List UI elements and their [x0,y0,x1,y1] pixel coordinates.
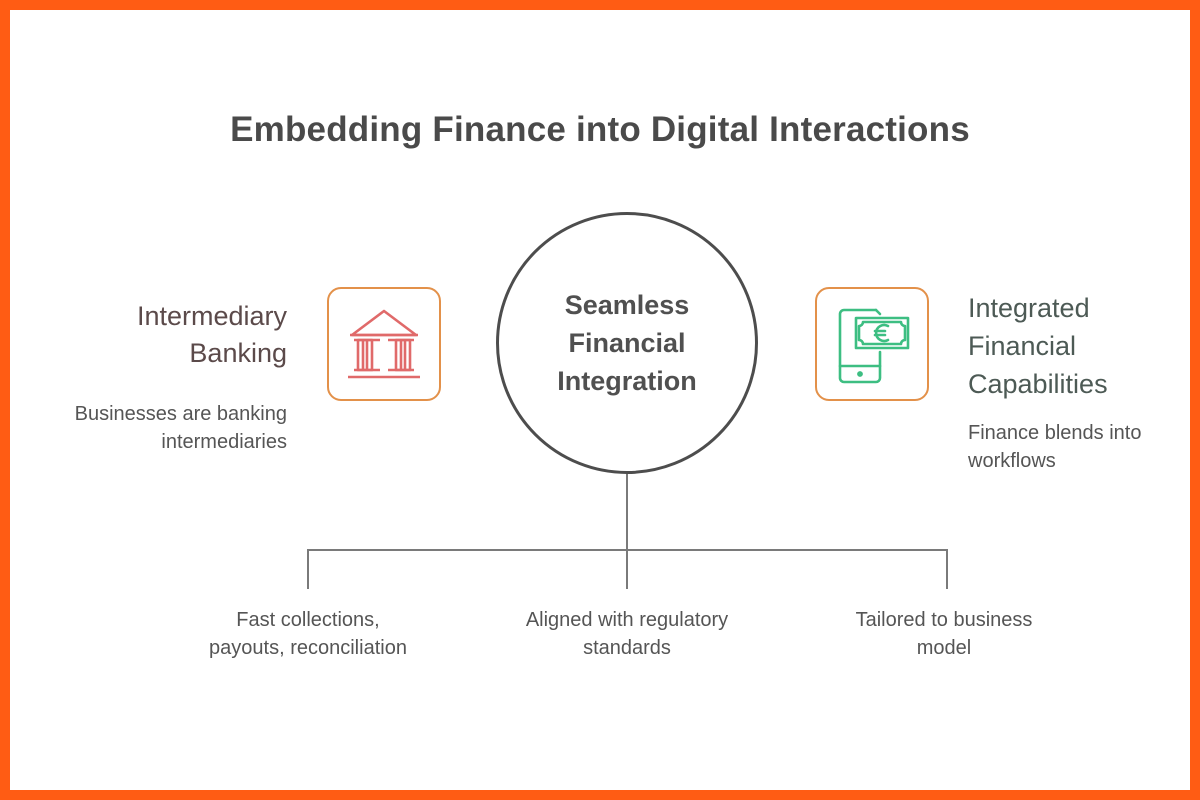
diagram-title: Embedding Finance into Digital Interacti… [230,110,970,149]
left-desc-line-2: intermediaries [161,431,287,453]
left-desc-line-1: Businesses are banking [74,403,287,425]
right-desc-line-1: Finance blends into [968,422,1142,444]
branch-label-collections: Fast collections, payouts, reconciliatio… [158,606,458,662]
center-node: Seamless Financial Integration [496,212,758,474]
branch-label-regulatory: Aligned with regulatory standards [477,606,777,662]
left-icon-box [327,287,441,401]
left-title-line-1: Intermediary [136,301,287,331]
center-node-label-line-1: Seamless [564,290,690,320]
left-node-description: Businesses are banking intermediaries [75,400,287,456]
left-node-title: Intermediary Banking [137,298,287,372]
right-icon-box [815,287,929,401]
right-node-description: Finance blends into workflows [968,419,1141,475]
branch-3-line-2: model [916,637,972,659]
connector-drop-right [946,549,948,589]
branch-label-business-model: Tailored to business model [794,606,1094,662]
right-title-line-3: Capabilities [968,369,1108,399]
mobile-euro-payment-icon [838,308,910,384]
right-desc-line-2: workflows [968,450,1056,472]
connector-drop-center [626,549,628,589]
bank-building-icon [348,309,420,379]
right-node-title: Integrated Financial Capabilities [968,289,1108,403]
branch-2-line-2: standards [583,637,671,659]
branch-3-line-1: Tailored to business [855,609,1033,631]
branch-1-line-2: payouts, reconciliation [209,637,407,659]
connector-drop-left [307,549,309,589]
right-title-line-1: Integrated [968,293,1090,323]
center-node-label-line-3: Integration [557,366,697,396]
center-node-label-line-2: Financial [568,328,686,358]
branch-2-line-1: Aligned with regulatory [525,609,729,631]
left-title-line-2: Banking [189,338,287,368]
right-title-line-2: Financial [968,331,1077,361]
connector-vertical-main [626,474,628,551]
branch-1-line-1: Fast collections, [236,609,380,631]
